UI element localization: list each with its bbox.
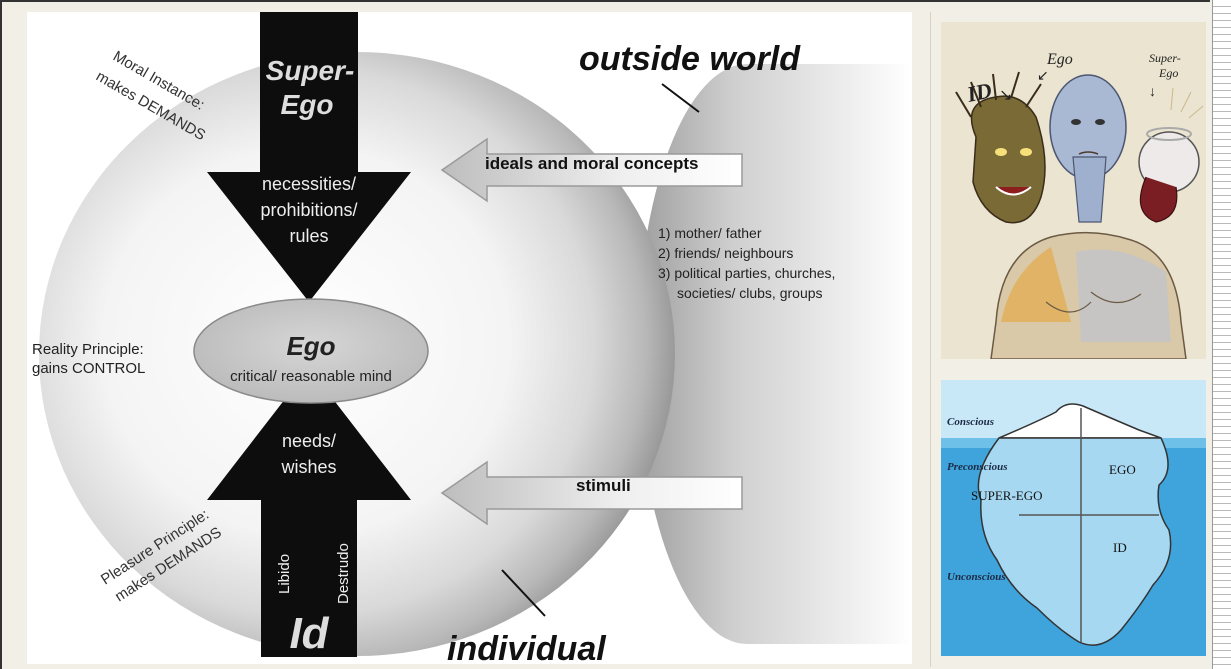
individual-label: individual — [447, 630, 607, 664]
source-item-4: societies/ clubs, groups — [677, 285, 823, 301]
super-ego-label-1: Super- — [266, 55, 355, 86]
vertical-ruler — [1212, 0, 1231, 669]
illustration-superego-arrow: ↓ — [1149, 85, 1156, 100]
ideals-label: ideals and moral concepts — [485, 154, 699, 173]
id-arrow — [207, 368, 411, 657]
illustration-id-label: ID — [964, 77, 994, 107]
necessities-label-1: necessities/ — [262, 174, 356, 194]
needs-label-2: wishes — [280, 457, 336, 477]
outside-world-pointer — [661, 83, 700, 113]
ego-ellipse — [193, 298, 429, 404]
id-label: Id — [289, 609, 329, 658]
iceberg-conscious-label: Conscious — [947, 416, 994, 428]
ego-subtitle: critical/ reasonable mind — [230, 368, 392, 385]
source-item-3: 3) political parties, churches, — [658, 265, 835, 281]
iceberg-id-label: ID — [1113, 540, 1127, 555]
necessities-label-3: rules — [289, 226, 328, 246]
illustration-superego-label-2: Ego — [1158, 66, 1178, 80]
iceberg-ego-label: EGO — [1109, 462, 1136, 477]
individual-pointer — [501, 569, 546, 617]
stimuli-label: stimuli — [576, 476, 631, 495]
column-divider — [930, 12, 931, 667]
freud-diagram: outside world individual Super- Ego nece… — [27, 12, 912, 664]
illustration-id-arrow: ↘ — [999, 87, 1012, 104]
illustration-superego-label-1: Super- — [1149, 51, 1181, 65]
iceberg-unconscious-label: Unconscious — [947, 571, 1006, 583]
ego-title: Ego — [286, 331, 335, 361]
source-item-1: 1) mother/ father — [658, 225, 762, 241]
source-item-2: 2) friends/ neighbours — [658, 245, 793, 261]
outside-world-shape — [637, 64, 912, 644]
iceberg-preconscious-label: Preconscious — [947, 461, 1008, 473]
reality-principle-label-1: Reality Principle: — [32, 341, 144, 358]
id-ego-superego-illustration: ID ↘ Ego ↙ Super- Ego ↓ — [941, 22, 1206, 359]
super-ego-label-2: Ego — [281, 89, 334, 120]
needs-label-1: needs/ — [282, 431, 336, 451]
necessities-label-2: prohibitions/ — [260, 200, 357, 220]
super-ego-arrow — [207, 12, 411, 302]
outside-world-label: outside world — [579, 40, 801, 78]
iceberg-superego-label: SUPER-EGO — [971, 488, 1043, 503]
destrudo-label: Destrudo — [335, 543, 352, 604]
libido-label: Libido — [276, 554, 293, 594]
reality-principle-label-2: gains CONTROL — [32, 360, 145, 377]
stimuli-arrow — [440, 460, 743, 526]
illustration-ego-arrow: ↙ — [1037, 69, 1049, 84]
iceberg-diagram: Conscious Preconscious Unconscious EGO S… — [941, 380, 1206, 656]
ideals-arrow — [440, 137, 743, 203]
illustration-ego-label: Ego — [1046, 51, 1073, 68]
